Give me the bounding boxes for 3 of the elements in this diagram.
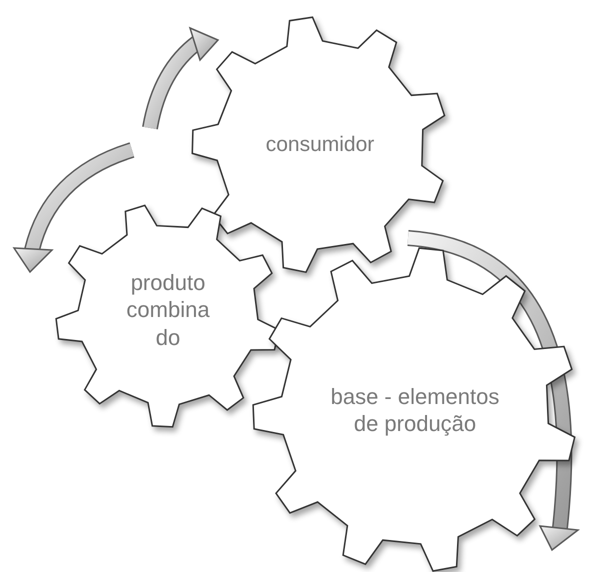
gear-label: base - elementos de produção [330,382,500,438]
gear-label: produto combina do [125,268,211,352]
gear-label: consumidor [266,132,374,158]
